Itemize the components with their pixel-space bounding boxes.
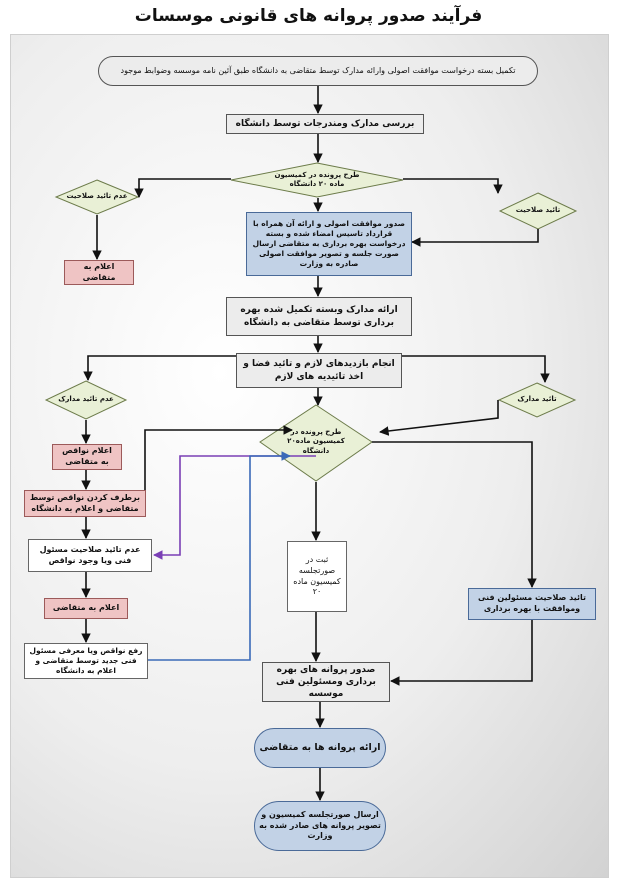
decision-docs-rejected-label: عدم تائید مدارک: [58, 395, 114, 404]
deliver-licenses-step: ارائه پروانه ها به متقاضی: [254, 728, 386, 768]
record-in-minutes-step: ثبت در صورتجلسه کمیسیون ماده ۲۰: [287, 541, 347, 612]
decision-not-qualified-shape: [54, 179, 140, 215]
fix-deficiencies-step: برطرف کردن نواقص توسط متقاضی و اعلام به …: [24, 490, 146, 517]
approve-managers-step: تائید صلاحیت مسئولین فنی وموافقت با بهره…: [468, 588, 596, 620]
page-title: فرآیند صدور پروانه های قانونی موسسات: [134, 6, 483, 26]
decision-docs-approved-label: تائید مدارک: [517, 395, 557, 404]
issue-licenses-step: صدور پروانه های بهره برداری ومسئولین فنی…: [262, 662, 390, 702]
decision-not-qualified-label: عدم تائید صلاحیت: [66, 192, 128, 201]
decision-docs-approved-shape: [497, 382, 577, 418]
submit-application-step: تکمیل بسته درخواست موافقت اصولی وارائه م…: [98, 56, 538, 86]
decision-commission-1-label: طرح پرونده در کمیسیون ماده ۲۰ دانشگاه: [274, 170, 360, 188]
notify-deficiencies-step: اعلام نواقص به متقاضی: [52, 444, 122, 470]
issue-approval-step: صدور موافقت اصولی و ارائه آن همراه با قر…: [246, 212, 412, 276]
resolve-or-new-manager-step: رفع نواقص ویا معرفی مسئول فنی جدید توسط …: [24, 643, 148, 679]
decision-qualified-label: تائید صلاحیت: [515, 206, 561, 215]
technical-manager-rejected-step: عدم تائید صلاحیت مسئول فنی ویا وجود نواق…: [28, 539, 152, 572]
decision-commission-1-shape: [230, 162, 404, 198]
document-review-step: بررسی مدارک ومندرجات توسط دانشگاه: [226, 114, 424, 134]
site-inspection-step: انجام بازدیدهای لازم و تائید فضا و اخذ ت…: [236, 353, 402, 388]
send-minutes-step: ارسال صورتجلسه کمیسیون و تصویر پروانه ها…: [254, 801, 386, 851]
decision-docs-rejected-shape: [44, 380, 128, 420]
decision-commission-2-label: طرح پرونده در کمیسیون ماده۲۰ دانشگاه: [287, 428, 345, 455]
submit-operating-documents-step: ارائه مدارک وبسته تکمیل شده بهره برداری …: [226, 297, 412, 336]
notify-applicant-2-step: اعلام به متقاضی: [44, 598, 128, 619]
notify-applicant-1-step: اعلام به متقاضی: [64, 260, 134, 285]
